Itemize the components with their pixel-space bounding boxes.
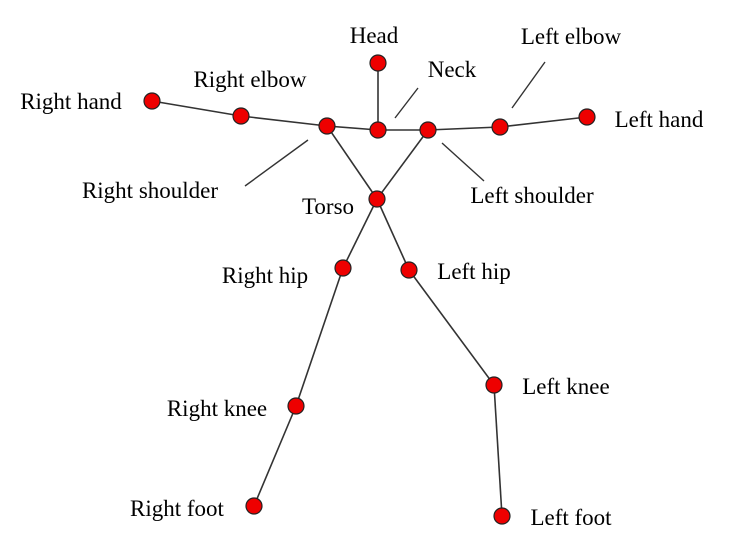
joint-left-hand <box>578 108 596 126</box>
bone-right-shoulder-to-torso <box>326 125 378 200</box>
joint-left-foot <box>493 507 511 525</box>
bone-left-elbow-to-left-hand <box>499 116 588 128</box>
bone-torso-to-left-hip <box>376 198 410 271</box>
label-left-hip: Left hip <box>437 259 510 284</box>
joint-right-shoulder <box>318 117 336 135</box>
label-right-elbow: Right elbow <box>193 67 306 92</box>
joint-head <box>369 54 387 72</box>
label-left-hand: Left hand <box>615 107 704 132</box>
joint-left-knee <box>485 376 503 394</box>
leader-line-left-shoulder <box>441 142 485 182</box>
leader-line-right-shoulder <box>244 139 309 187</box>
leader-line-left-elbow <box>511 61 546 109</box>
label-left-knee: Left knee <box>522 374 609 399</box>
bone-right-hand-to-right-elbow <box>151 100 242 117</box>
joint-right-hip <box>334 259 352 277</box>
bone-right-elbow-to-right-shoulder <box>240 115 328 127</box>
leader-line-neck <box>394 87 419 119</box>
label-torso: Torso <box>302 194 354 219</box>
joint-neck <box>369 121 387 139</box>
joints-layer <box>143 54 596 525</box>
label-right-hip: Right hip <box>222 263 308 288</box>
bone-left-shoulder-to-torso <box>376 129 429 200</box>
joint-left-hip <box>400 261 418 279</box>
bone-torso-to-right-hip <box>342 198 378 269</box>
label-right-shoulder: Right shoulder <box>82 178 218 203</box>
joint-right-foot <box>245 497 263 515</box>
joint-right-knee <box>287 397 305 415</box>
bones-layer <box>151 63 588 517</box>
leader-lines-layer <box>244 61 546 187</box>
joint-left-elbow <box>491 118 509 136</box>
label-right-hand: Right hand <box>20 89 122 114</box>
label-head: Head <box>350 23 399 48</box>
label-right-knee: Right knee <box>167 396 267 421</box>
joint-right-elbow <box>232 107 250 125</box>
joint-torso <box>368 190 386 208</box>
joint-right-hand <box>143 92 161 110</box>
label-right-foot: Right foot <box>130 496 225 521</box>
label-left-shoulder: Left shoulder <box>470 183 594 208</box>
bone-left-knee-to-left-foot <box>493 384 503 517</box>
label-left-foot: Left foot <box>530 505 612 530</box>
label-left-elbow: Left elbow <box>521 24 622 49</box>
joint-left-shoulder <box>419 121 437 139</box>
bone-left-hip-to-left-knee <box>408 269 495 386</box>
bone-right-hip-to-right-knee <box>295 267 344 407</box>
bone-right-knee-to-right-foot <box>253 405 297 507</box>
label-neck: Neck <box>428 57 477 82</box>
bone-left-shoulder-to-left-elbow <box>427 126 501 131</box>
